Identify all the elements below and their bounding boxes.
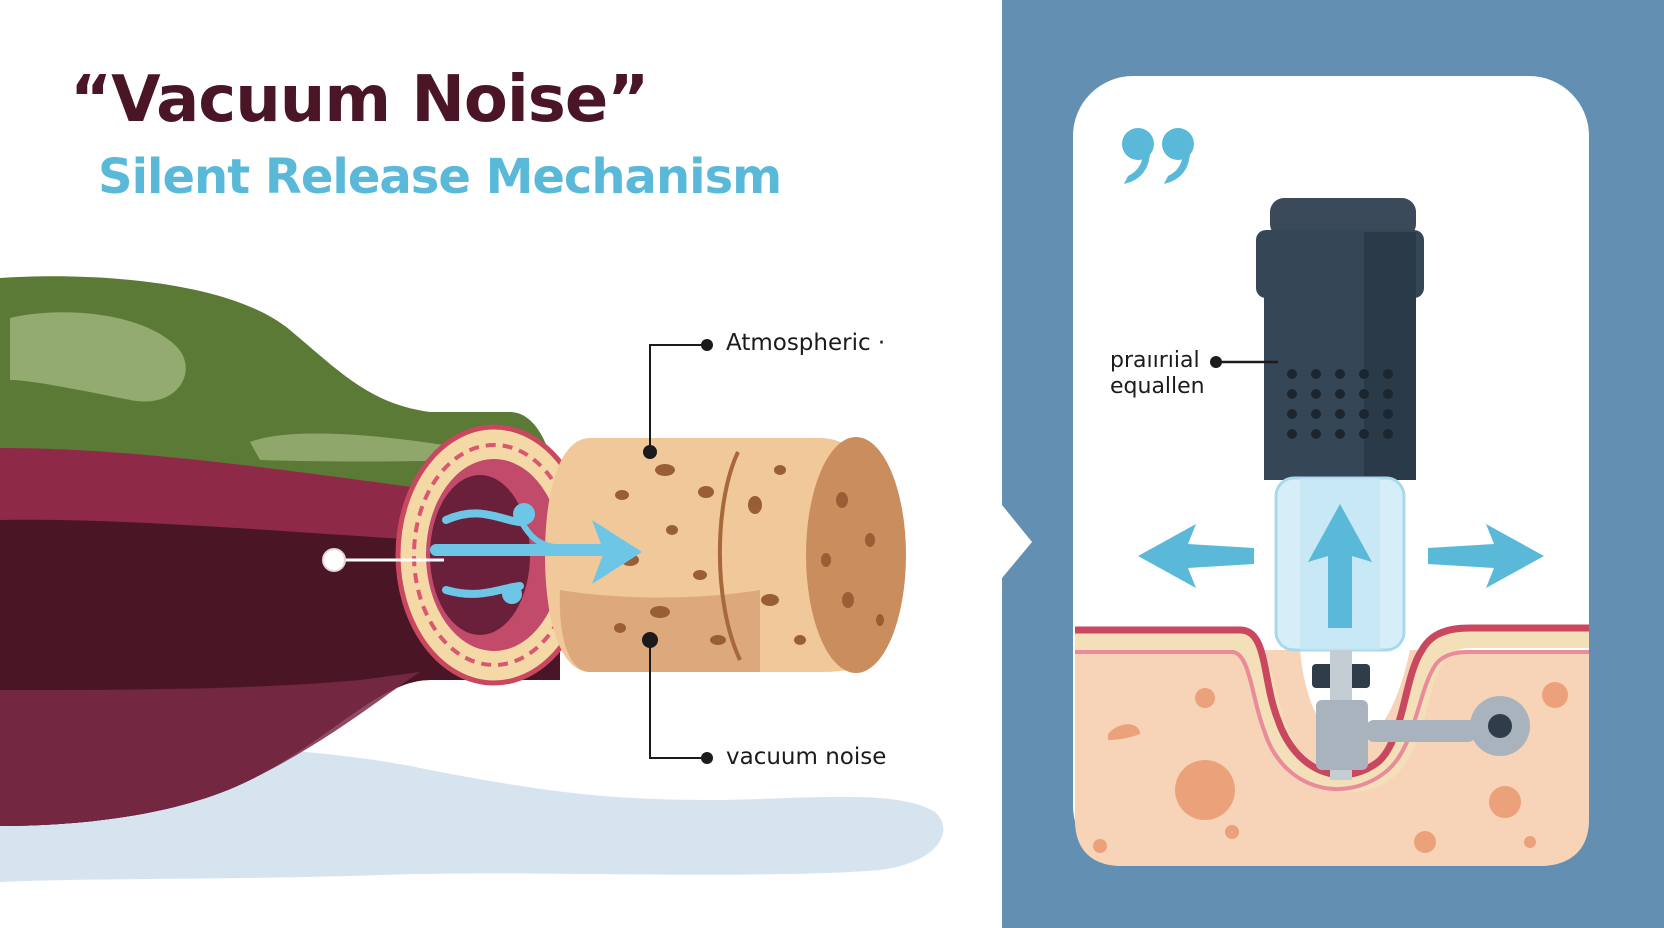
device-body-shade: [1364, 232, 1416, 480]
valve-arm: [1366, 720, 1476, 742]
valve-block: [1316, 700, 1368, 770]
air-flow-arrowhead: [592, 520, 642, 584]
page-title: “Vacuum Noise”: [70, 63, 649, 137]
cork-shading: [559, 590, 760, 672]
panel-pointer: [1002, 505, 1032, 578]
cork-callout-lines: [649, 344, 707, 759]
air-bubble: [513, 503, 535, 525]
cork-callout-dots: [642, 339, 713, 764]
page-subtitle: Silent Release Mechanism: [98, 149, 782, 205]
partial-pressure-line1: praıırıial: [1110, 348, 1200, 373]
vacuum-noise-label: vacuum noise: [726, 744, 887, 770]
tissue-outer-line: [1075, 624, 1589, 779]
valve-knob-center: [1488, 714, 1512, 738]
quote-icon: [1122, 128, 1194, 184]
cork-end: [806, 437, 906, 673]
bottle-highlight: [10, 312, 186, 402]
left-pressure-arrow: [1138, 524, 1254, 588]
right-pressure-arrow: [1428, 524, 1544, 588]
tissue-membrane: [1075, 630, 1589, 792]
tube-up-arrow: [1308, 504, 1372, 628]
device-vent-holes: [1287, 369, 1393, 439]
bottle-neck-highlight: [250, 433, 470, 462]
wine-bottom-band: [0, 672, 420, 826]
partial-callout-dot: [1210, 356, 1222, 368]
device-cap-top: [1270, 198, 1416, 238]
cork-seam: [717, 451, 742, 661]
air-bubble-2: [502, 584, 522, 604]
cork-pores: [614, 464, 884, 645]
atmospheric-label: Atmospheric ·: [726, 330, 886, 356]
tissue-cells: [1093, 682, 1568, 853]
partial-pressure-label: praıırıial equallen: [1110, 348, 1205, 400]
tissue-inner-line: [1075, 650, 1589, 792]
partial-pressure-line2: equallen: [1110, 374, 1205, 399]
bottle-callout-dot: [322, 548, 346, 572]
